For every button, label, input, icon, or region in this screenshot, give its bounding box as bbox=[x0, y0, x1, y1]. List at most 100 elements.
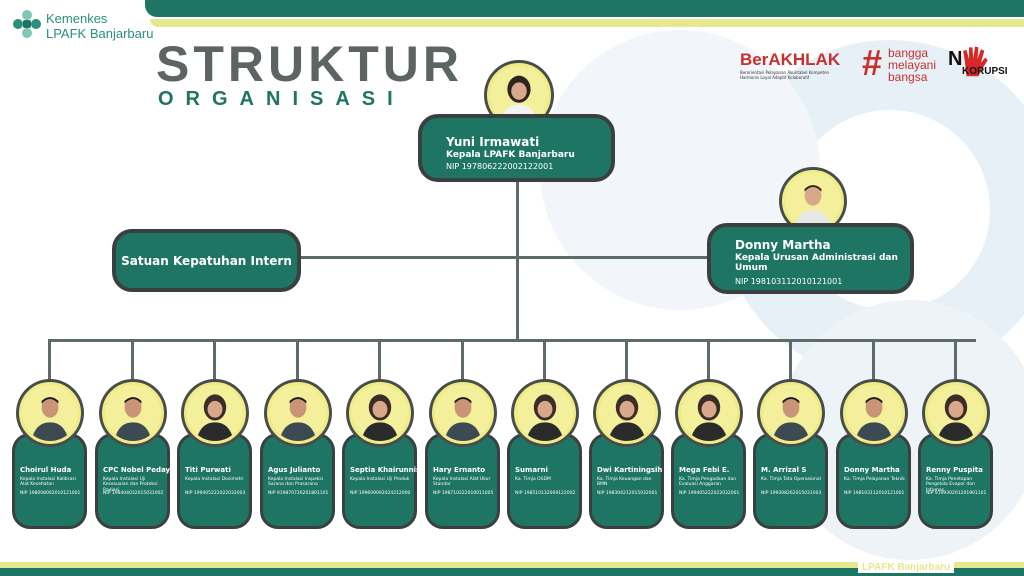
connector-drop bbox=[707, 339, 710, 387]
staff-nip: NIP 198103112010121001 bbox=[844, 491, 905, 496]
page-title: STRUKTUR bbox=[156, 36, 463, 92]
staff-photo bbox=[678, 382, 740, 444]
staff-name: Hary Ernanto bbox=[433, 466, 486, 474]
staff-photo bbox=[925, 382, 987, 444]
staff-name: Sumarni bbox=[515, 466, 548, 474]
staff-position: Kepala Instalasi Alat Ukur Standar bbox=[433, 477, 491, 488]
staff-photo bbox=[843, 382, 905, 444]
connector-drop bbox=[461, 339, 464, 387]
staff-nip: NIP 198404032015031002 bbox=[103, 491, 164, 496]
spi-label: Satuan Kepatuhan Intern bbox=[121, 254, 292, 268]
korupsi-n: N bbox=[948, 48, 963, 70]
staff-name: Septia Khairunnisa bbox=[350, 466, 425, 474]
person-male-icon bbox=[763, 385, 819, 441]
staff-nip: NIP 919870726201801101 bbox=[268, 491, 329, 496]
connector-drop bbox=[48, 339, 51, 387]
spi-box: Satuan Kepatuhan Intern bbox=[112, 229, 301, 292]
kemenkes-logo-icon bbox=[10, 7, 44, 41]
person-female-icon bbox=[681, 385, 737, 441]
staff-position: Kepala Instalasi Kalibrasi Alat Kesehata… bbox=[20, 477, 76, 488]
bangga-line1: bangga bbox=[888, 46, 929, 60]
staff-nip: NIP 198304212015032001 bbox=[597, 491, 658, 496]
head-nip: NIP 197806222002122001 bbox=[446, 162, 554, 171]
staff-nip: NIP 198008062010121001 bbox=[20, 491, 81, 496]
person-male-icon bbox=[435, 385, 491, 441]
staff-position: Ka. Timja Pengadaan dan Evaluasi Anggara… bbox=[679, 477, 737, 488]
staff-name: Titi Purwati bbox=[185, 466, 231, 474]
person-female-icon bbox=[928, 385, 984, 441]
person-male-icon bbox=[270, 385, 326, 441]
staff-photo bbox=[19, 382, 81, 444]
person-male-icon bbox=[846, 385, 902, 441]
anti-korupsi-badge: N KORUPSI bbox=[948, 44, 1012, 86]
staff-photo bbox=[267, 382, 329, 444]
hash-mark: # bbox=[862, 42, 883, 83]
staff-name: Mega Febi E. bbox=[679, 466, 730, 474]
top-accent-bar bbox=[150, 19, 1024, 27]
red-hand-icon bbox=[963, 46, 988, 77]
bottom-bar bbox=[0, 568, 1024, 576]
berakhlak-sub1: Berorientasi Pelayanan Akuntabel Kompete… bbox=[740, 70, 830, 75]
staff-photo bbox=[514, 382, 576, 444]
connector-middle-horizontal bbox=[266, 256, 710, 259]
staff-name: Donny Martha bbox=[844, 466, 900, 474]
staff-position: Ka. Timja OSDM bbox=[515, 477, 551, 482]
logo-line1: Kemenkes bbox=[46, 11, 108, 26]
staff-position: Ka. Timja Pelayanan Teknik bbox=[844, 477, 905, 482]
staff-name: CPC Nobel Peday bbox=[103, 466, 171, 474]
staff-nip: NIP 919930201201901101 bbox=[926, 491, 987, 496]
connector-drop bbox=[378, 339, 381, 387]
connector-drop bbox=[213, 339, 216, 387]
staff-position: Kepala Instalasi Uji Produk bbox=[350, 477, 410, 482]
connector-drop bbox=[543, 339, 546, 387]
connector-drop bbox=[789, 339, 792, 387]
person-female-icon bbox=[517, 385, 573, 441]
staff-photo bbox=[349, 382, 411, 444]
staff-nip: NIP 199405222022032003 bbox=[185, 491, 246, 496]
staff-nip: NIP 199405222022032001 bbox=[679, 491, 740, 496]
staff-name: Renny Puspita bbox=[926, 466, 983, 474]
staff-name: Dwi Kartiningsih bbox=[597, 466, 663, 474]
staff-photo bbox=[760, 382, 822, 444]
top-bar bbox=[145, 0, 1024, 17]
staff-position: Ka. Timja Keuangan dan BMN bbox=[597, 477, 652, 488]
person-female-icon bbox=[187, 385, 243, 441]
bangga-line3: bangsa bbox=[888, 70, 928, 84]
connector-drop bbox=[872, 339, 875, 387]
staff-name: M. Arrizal S bbox=[761, 466, 807, 474]
bangga-line2: melayani bbox=[888, 58, 937, 72]
head-position: Kepala LPAFK Banjarbaru bbox=[446, 150, 575, 160]
bottom-accent-bar bbox=[0, 562, 1024, 570]
staff-nip: NIP 198710222010011005 bbox=[433, 491, 494, 496]
person-male-icon bbox=[105, 385, 161, 441]
staff-nip: NIP 199609092024212000 bbox=[350, 491, 411, 496]
admin-name: Donny Martha bbox=[735, 238, 831, 252]
staff-position: Ka. Timja Penetapan Pengelola Evapor dan… bbox=[926, 477, 975, 493]
berakhlak-sub2: Harmonis Loyal Adaptif Kolaboratif bbox=[740, 75, 810, 80]
connector-drop bbox=[131, 339, 134, 387]
staff-position: Kepala Instalasi Inspeksi Sarana dan Pra… bbox=[268, 477, 323, 488]
staff-name: Choirul Huda bbox=[20, 466, 72, 474]
staff-name: Agus Julianto bbox=[268, 466, 321, 474]
berakhlak-text: BerAKHLAK bbox=[740, 50, 841, 69]
connector-drop bbox=[296, 339, 299, 387]
staff-card: Mega Febi E. Ka. Timja Pengadaan dan Eval… bbox=[671, 433, 746, 529]
admin-nip: NIP 198103112010121001 bbox=[735, 277, 843, 286]
staff-position: Kepala Instalasi Dosimetri bbox=[185, 477, 244, 482]
korupsi-text: KORUPSI bbox=[962, 66, 1008, 77]
page-subtitle: ORGANISASI bbox=[158, 88, 405, 110]
logo-line2: LPAFK Banjarbaru bbox=[46, 26, 154, 41]
bangga-melayani-badge: # bangga melayani bangsa bbox=[862, 42, 948, 86]
person-male-icon bbox=[22, 385, 78, 441]
staff-photo bbox=[432, 382, 494, 444]
